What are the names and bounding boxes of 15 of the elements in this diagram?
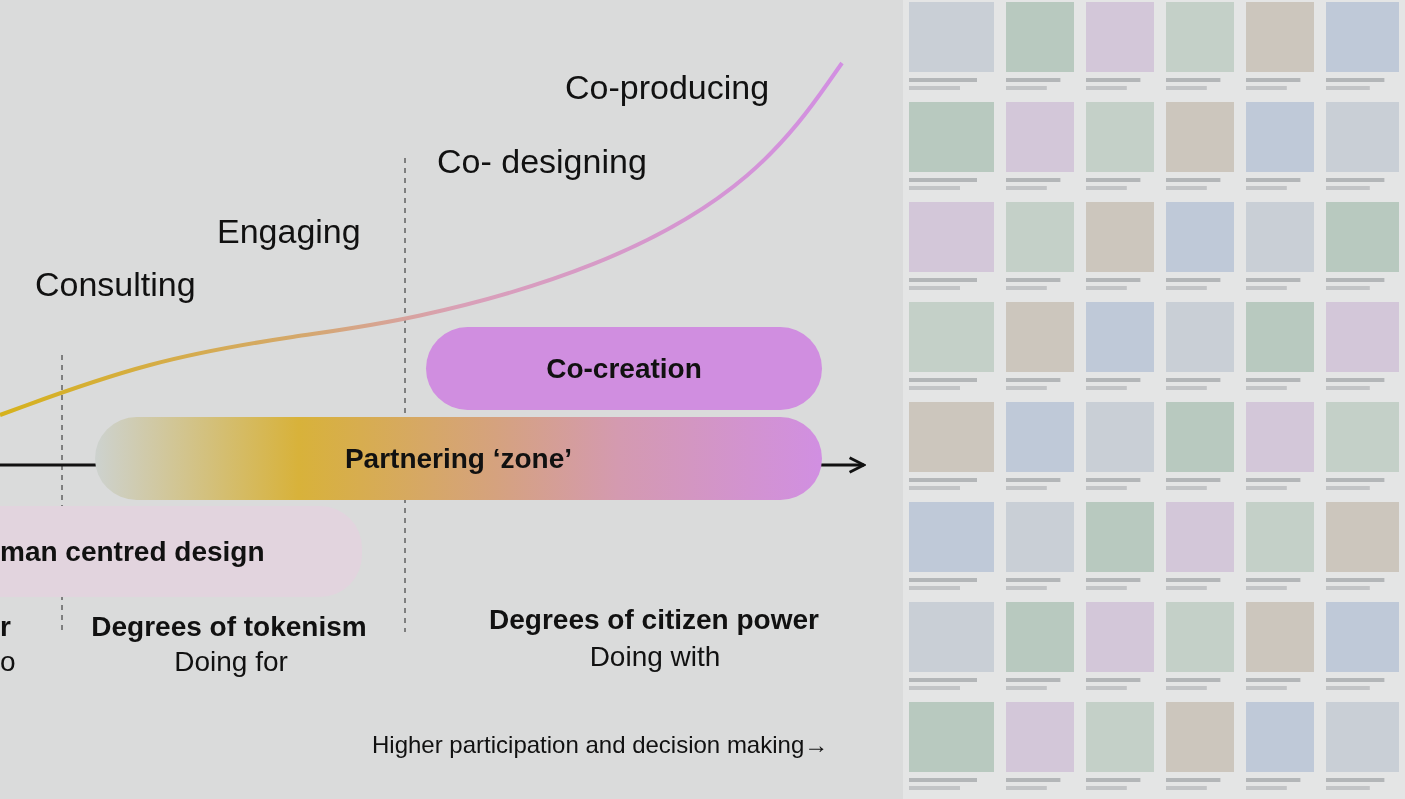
node-label: man centred design bbox=[0, 535, 265, 568]
node-label: Co-creation bbox=[546, 352, 702, 385]
section-subtitle: Doing for bbox=[174, 646, 288, 679]
stage-label: Consulting bbox=[35, 265, 196, 305]
section-subtitle: o bbox=[0, 646, 16, 679]
section-subtitle: Doing with bbox=[589, 641, 721, 674]
stage-label: Engaging bbox=[217, 212, 361, 252]
pill-shape bbox=[0, 506, 362, 597]
section-heading: Degrees of tokenism bbox=[91, 611, 367, 644]
stage-label: Co-producing bbox=[565, 68, 770, 108]
stage-label: Co- designing bbox=[437, 142, 647, 182]
axis-caption: Higher participation and decision making→ bbox=[372, 731, 829, 759]
section-heading: Degrees of citizen power bbox=[489, 604, 819, 637]
node-label: Partnering ‘zone’ bbox=[344, 442, 573, 475]
section-heading: r bbox=[0, 611, 11, 644]
